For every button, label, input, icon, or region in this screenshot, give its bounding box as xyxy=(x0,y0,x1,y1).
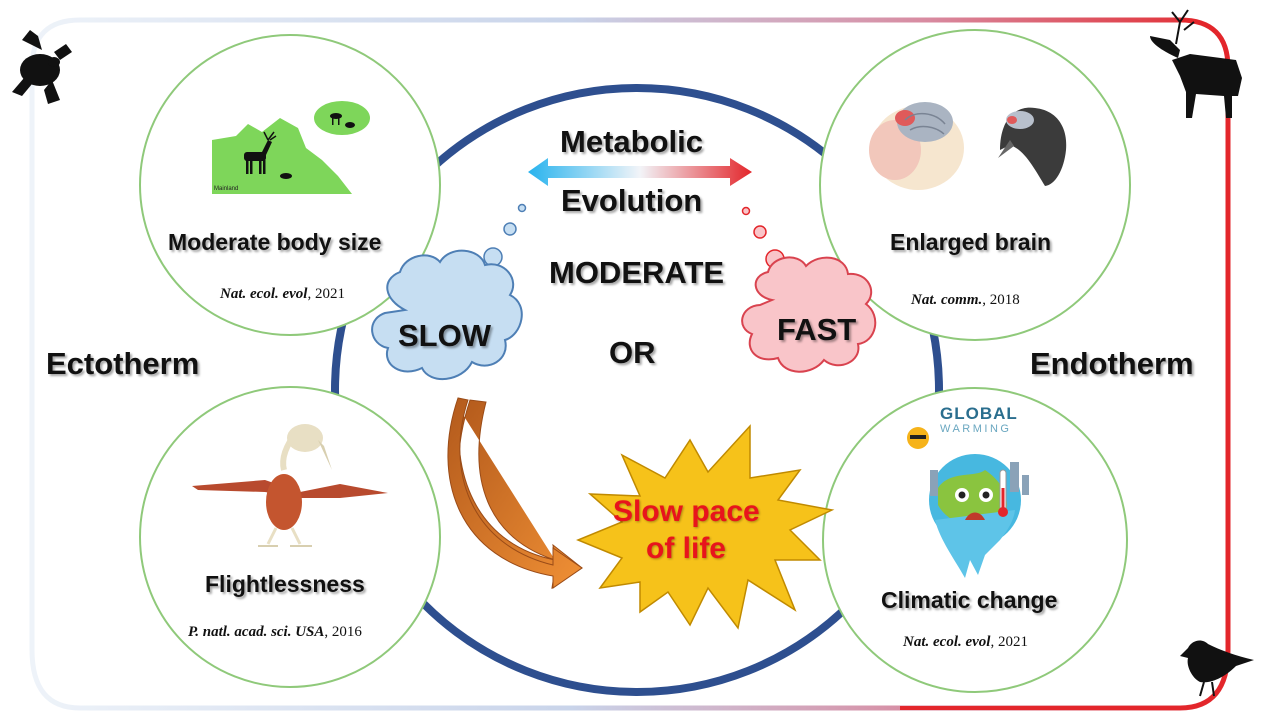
bird-silhouette xyxy=(1180,640,1254,697)
metabolic-label: Metabolic xyxy=(560,124,703,159)
endotherm-label: Endotherm xyxy=(1030,346,1194,381)
fast-thought-dots xyxy=(741,206,785,269)
slow-label: SLOW xyxy=(398,318,491,353)
citation-journal: Nat. ecol. evol xyxy=(220,286,308,302)
title-flightlessness: Flightlessness xyxy=(205,571,365,597)
star-text-line2: of life xyxy=(646,532,726,565)
skeleton-bird-icon xyxy=(192,424,388,547)
citation-year: , 2021 xyxy=(990,634,1028,650)
fast-label: FAST xyxy=(777,312,857,347)
citation-year: , 2018 xyxy=(982,292,1020,308)
citation-top-right: Nat. comm., 2018 xyxy=(911,292,1020,309)
brain-bird-icon xyxy=(998,107,1067,186)
global-warming-logo-line2: WARMING xyxy=(940,423,1012,435)
deer-silhouette xyxy=(1150,9,1242,118)
global-warming-logo-line1: GLOBAL xyxy=(940,404,1018,423)
title-climatic-change: Climatic change xyxy=(881,587,1058,613)
title-enlarged-brain: Enlarged brain xyxy=(890,229,1052,255)
title-moderate-body-size: Moderate body size xyxy=(168,229,382,255)
circle-bottom-left xyxy=(139,386,441,688)
fast-cloud xyxy=(741,256,877,373)
citation-year: , 2021 xyxy=(307,286,345,302)
or-label: OR xyxy=(609,335,656,370)
citation-journal: Nat. comm. xyxy=(911,292,983,308)
island-map-icon: Mainland xyxy=(212,101,370,194)
citation-journal: P. natl. acad. sci. USA xyxy=(188,624,325,640)
star-text-line1: Slow pace xyxy=(613,495,760,528)
ectotherm-label: Ectotherm xyxy=(46,346,200,381)
citation-bottom-left: P. natl. acad. sci. USA, 2016 xyxy=(188,624,362,641)
slow-pace-starburst xyxy=(576,424,835,630)
citation-journal: Nat. ecol. evol xyxy=(903,634,991,650)
slow-cloud xyxy=(371,249,523,381)
central-ring xyxy=(331,84,943,696)
citation-top-left: Nat. ecol. evol, 2021 xyxy=(220,286,345,303)
outer-frame xyxy=(29,17,1231,711)
slow-thought-dots xyxy=(483,203,527,267)
frog-silhouette xyxy=(12,30,72,104)
evolution-label: Evolution xyxy=(561,183,703,218)
circle-top-right xyxy=(819,29,1131,341)
citation-year: , 2016 xyxy=(324,624,362,640)
moderate-label: MODERATE xyxy=(549,255,725,290)
island-inset-label: Mainland xyxy=(214,186,238,192)
metabolic-double-arrow xyxy=(528,158,752,186)
brain-monkey-icon xyxy=(869,102,964,190)
global-warming-earth-icon xyxy=(907,427,1029,578)
curved-arrow xyxy=(447,397,583,590)
citation-bottom-right: Nat. ecol. evol, 2021 xyxy=(903,634,1028,651)
